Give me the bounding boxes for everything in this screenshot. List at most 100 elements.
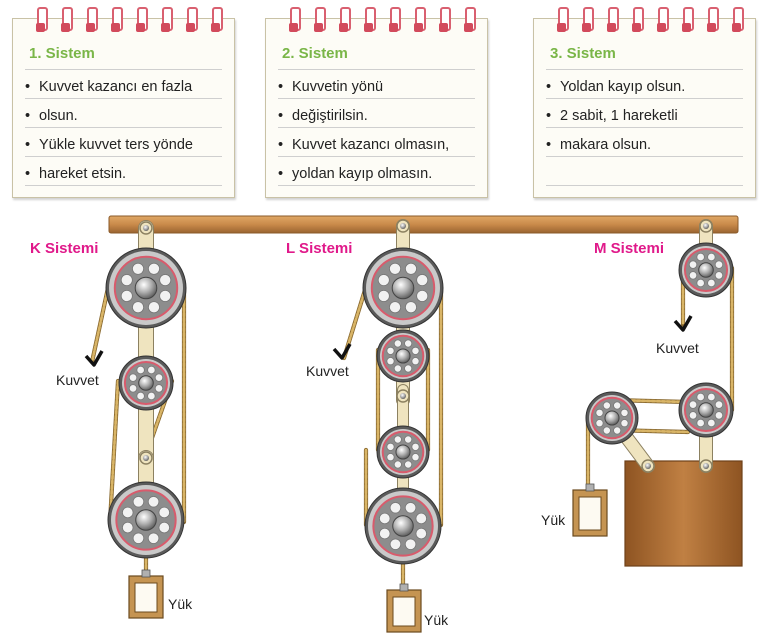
bracket-pin-center (400, 393, 406, 399)
binding-ring (289, 7, 301, 32)
pulley (105, 247, 187, 329)
pulley-hole (379, 512, 391, 525)
l-system-title: L Sistemi (286, 240, 352, 257)
binding-ring (186, 7, 198, 32)
pulley-hole (393, 339, 402, 348)
card-title: 3. Sistem (550, 45, 616, 62)
pulley-hole (714, 400, 724, 409)
pulley-hole (147, 262, 160, 275)
pulley (585, 391, 639, 445)
pulley-hub (698, 402, 714, 418)
card-line: Kuvvet kazancı en fazla (25, 73, 228, 102)
pulley-hole (132, 532, 145, 544)
m-force-label: Kuvvet (656, 340, 699, 356)
pulley-hole (389, 502, 402, 514)
binding-ring (36, 7, 48, 32)
crate-window (578, 496, 602, 531)
binding-ring (364, 7, 376, 32)
pulley-hole (136, 391, 145, 401)
ceiling-beam (108, 215, 739, 234)
card-line: değiştirilsin. (278, 102, 481, 131)
pulley-hole (393, 364, 402, 373)
pulley-hole (707, 392, 716, 402)
pulley-hole (602, 401, 611, 410)
pulley-hole (159, 289, 172, 302)
pulley-hole (404, 435, 413, 444)
binding-ring (582, 7, 594, 32)
m-big-block (624, 460, 743, 567)
crate-window (134, 582, 158, 613)
card-line: Yükle kuvvet ters yönde (25, 131, 228, 160)
k-load-label: Yük (168, 596, 193, 612)
binding-ring (682, 7, 694, 32)
binding-ring (86, 7, 98, 32)
card-line: yoldan kayıp olmasın. (278, 160, 481, 189)
force-arrow (84, 350, 104, 367)
binding-ring (657, 7, 669, 32)
pulley (118, 355, 174, 411)
pulley-hole (379, 527, 391, 540)
pulley-hole (415, 512, 427, 525)
pulley-hole (393, 460, 402, 469)
spiral-binding (27, 7, 223, 32)
pulley-hole (595, 408, 604, 417)
pulley-hole (411, 346, 420, 355)
binding-ring (161, 7, 173, 32)
pulley-hole (688, 260, 698, 269)
pulley-hole (620, 419, 629, 428)
l-load-label: Yük (424, 612, 449, 628)
pulley-hole (602, 426, 611, 435)
binding-ring (439, 7, 451, 32)
bracket-pin-center (143, 225, 149, 231)
pulley-hole (707, 278, 716, 288)
pulley-hole (411, 453, 420, 462)
card-2-sistem: 2. Sistem Kuvvetin yönü değiştirilsin. K… (265, 7, 488, 198)
pulley-hole (386, 453, 395, 462)
pulley-hole (386, 357, 395, 366)
pulley-hole (707, 252, 716, 262)
card-line: olsun. (25, 102, 228, 131)
pulley (678, 242, 734, 298)
pulley-hole (386, 346, 395, 355)
pulley (107, 481, 185, 559)
pulley-hole (404, 339, 413, 348)
binding-ring (61, 7, 73, 32)
pulley-hole (688, 411, 698, 420)
pulley (678, 382, 734, 438)
card-title: 2. Sistem (282, 45, 348, 62)
pulley-hole (122, 506, 134, 519)
spiral-binding (548, 7, 744, 32)
pulley-hole (377, 274, 390, 287)
pulley-hole (120, 289, 133, 302)
crate-hook (141, 569, 151, 578)
pulley-hub (698, 262, 714, 278)
pulley-hole (404, 301, 417, 314)
pulley-hole (389, 538, 402, 550)
binding-ring (339, 7, 351, 32)
bracket-pin-center (703, 223, 709, 229)
pulley (376, 425, 430, 479)
k-system-title: K Sistemi (30, 240, 98, 257)
card-1-sistem: 1. Sistem Kuvvet kazancı en fazla olsun.… (12, 7, 235, 198)
pulley-hole (688, 400, 698, 409)
pulley-hole (128, 373, 138, 382)
pulley-hole (147, 532, 160, 544)
card-line: hareket etsin. (25, 160, 228, 189)
pulley-hole (389, 301, 402, 314)
pulley-hole (595, 419, 604, 428)
pulley-hole (714, 411, 724, 420)
l-force-label: Kuvvet (306, 363, 349, 379)
pulley-hole (147, 496, 160, 508)
binding-ring (464, 7, 476, 32)
pulley-hub (392, 515, 414, 537)
k-force-label: Kuvvet (56, 372, 99, 388)
crate-window (392, 596, 416, 627)
pulley-hole (411, 442, 420, 451)
pulley-hole (714, 271, 724, 280)
pulley-hole (714, 260, 724, 269)
pulley-hole (158, 521, 170, 534)
pulley-hole (416, 289, 429, 302)
binding-ring (732, 7, 744, 32)
pulley-hub (604, 410, 620, 426)
